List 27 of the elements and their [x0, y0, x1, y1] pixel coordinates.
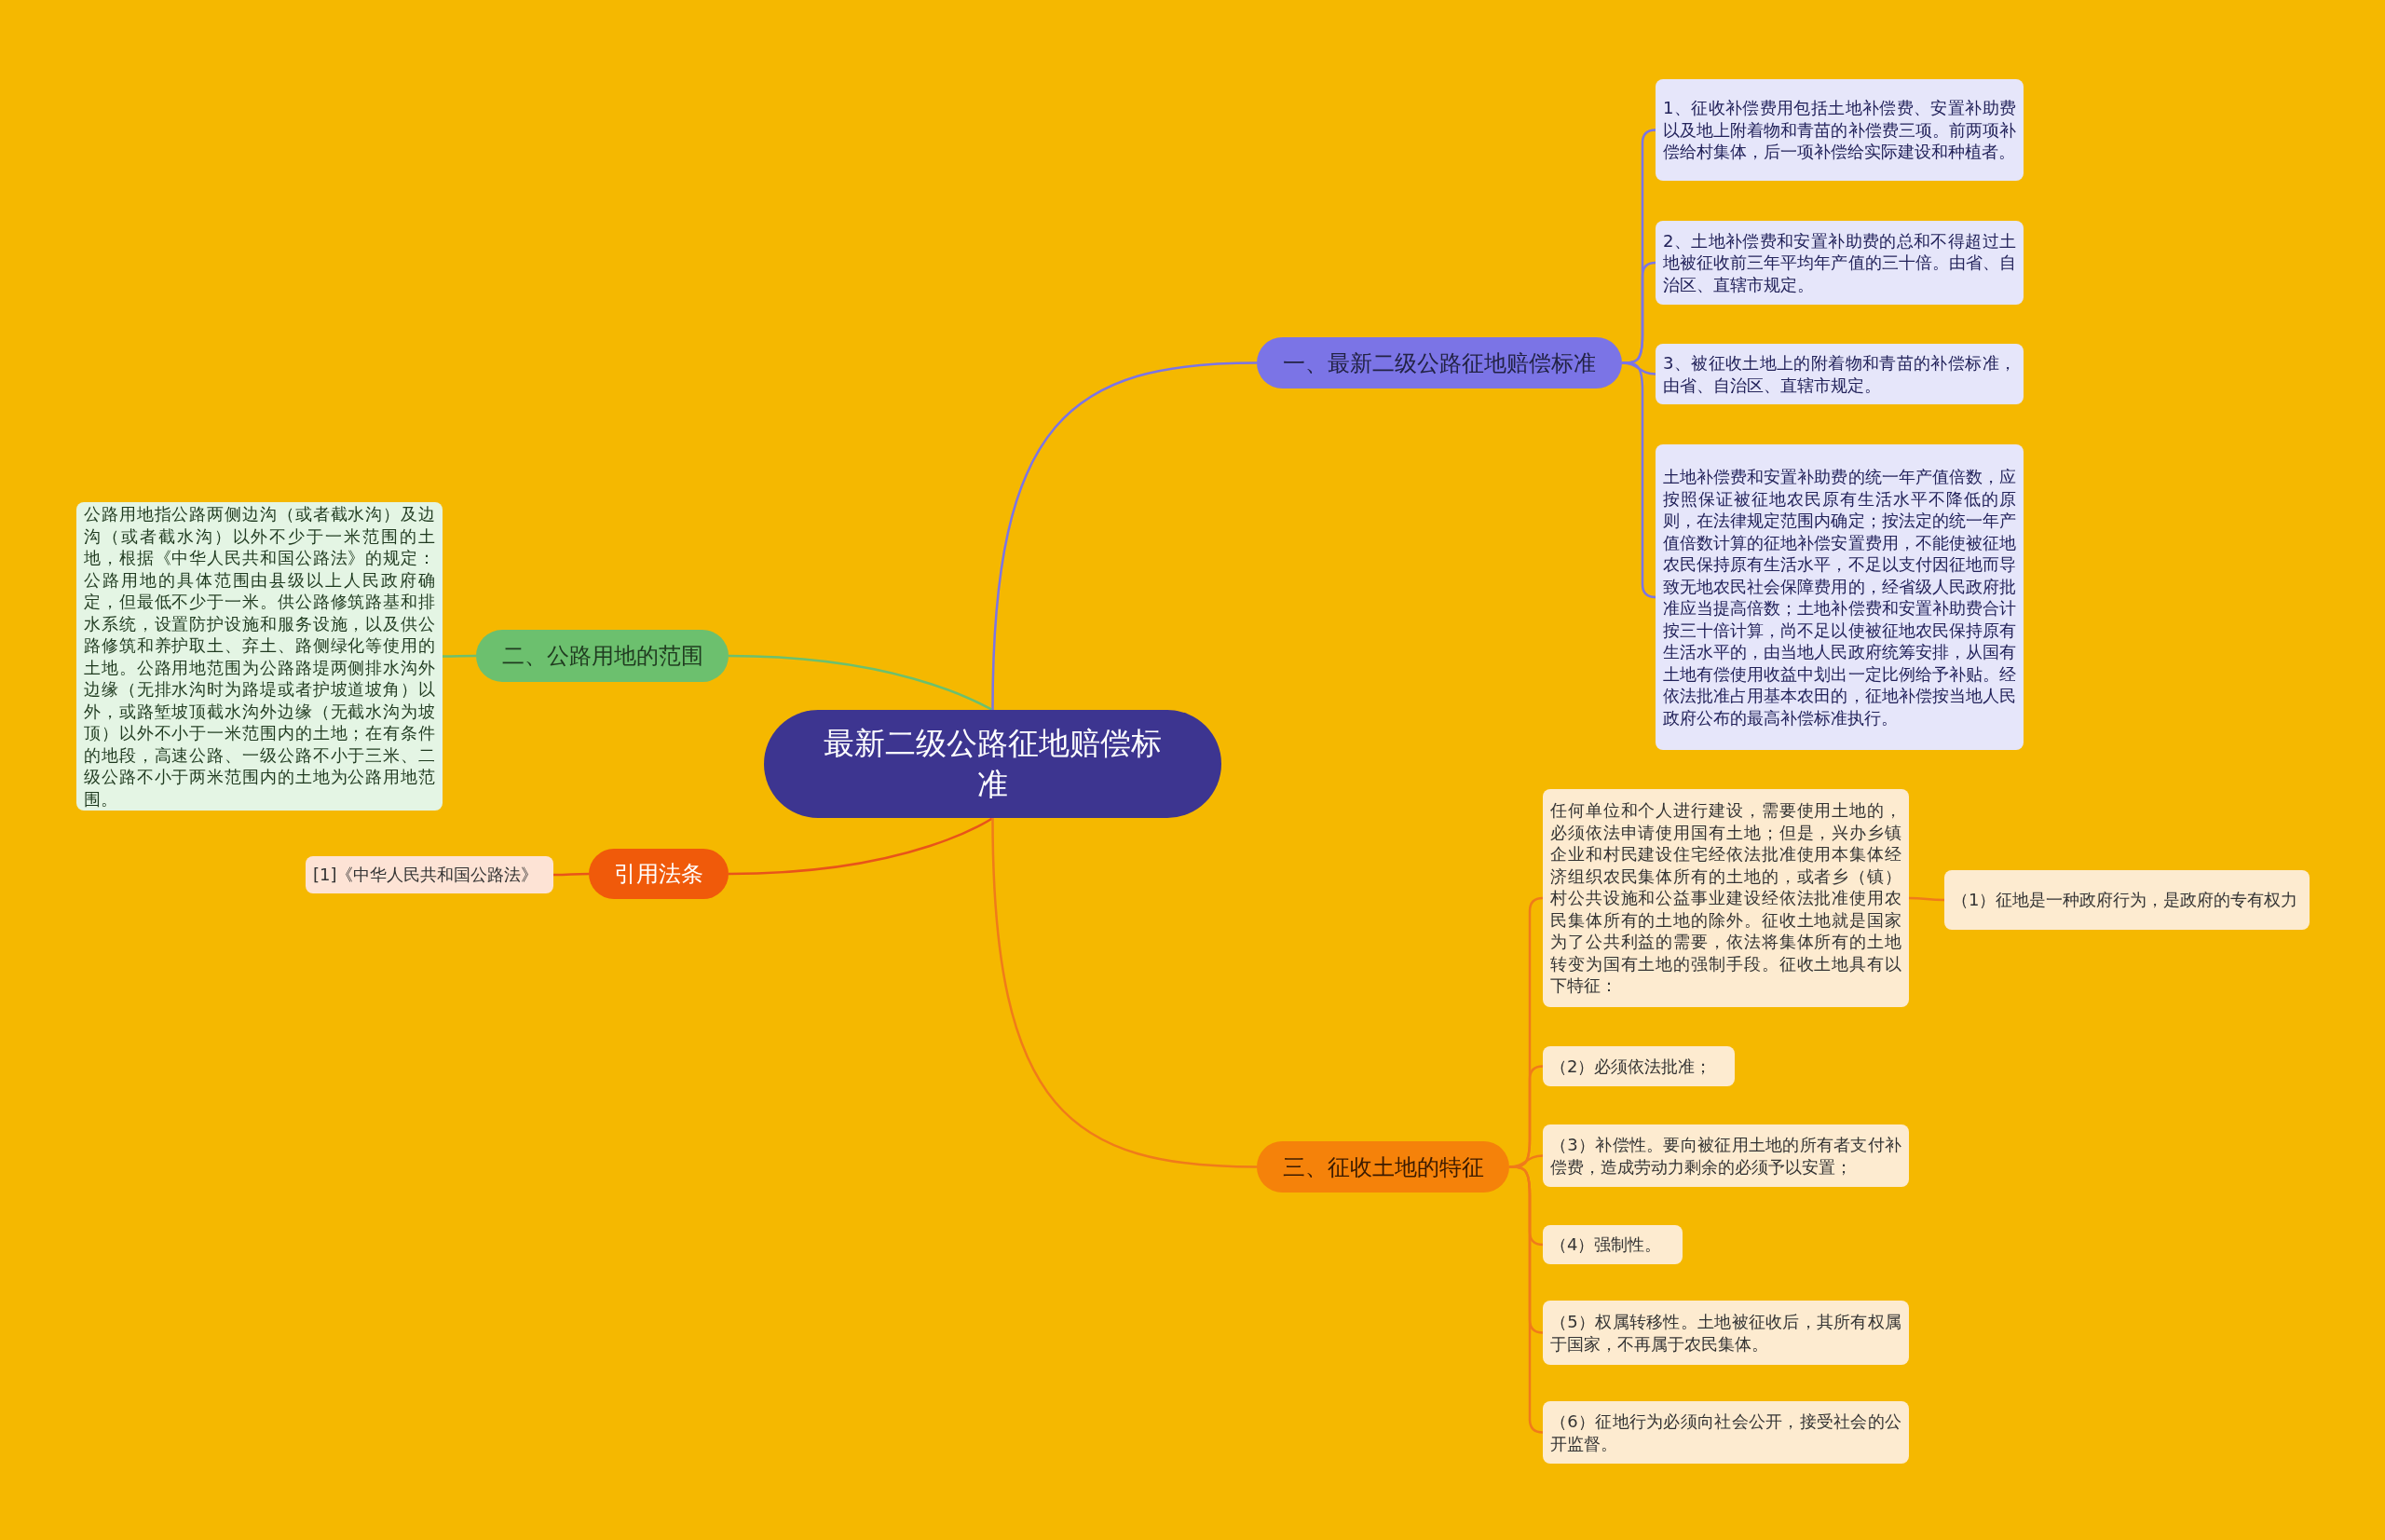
- note-box: 1、征收补偿费用包括土地补偿费、安置补助费以及地上附着物和青苗的补偿费三项。前两项补偿给村集体，后一项补偿给实际建设和种植者。: [1656, 79, 2024, 181]
- note-box: （3）补偿性。要向被征用土地的所有者支付补偿费，造成劳动力剩余的必须予以安置；: [1543, 1124, 1909, 1187]
- connector-line: [553, 872, 589, 877]
- connector-line: [1622, 361, 1656, 599]
- connector-line: [991, 361, 1258, 711]
- topic-pill: 三、征收土地的特征: [1257, 1141, 1509, 1192]
- note-box: （2）必须依法批准；: [1543, 1046, 1735, 1086]
- note-box: （4）强制性。: [1543, 1225, 1683, 1264]
- connector-line: [991, 817, 1258, 1168]
- note-box: 公路用地指公路两侧边沟（或者截水沟）及边沟（或者截水沟）以外不少于一米范围的土地，根据《中华人民共和国公路法》的规定：公路用地的具体范围由县级以上人民政府确定，但最低不少于一米。供公路修筑路基和排水系统，设置防护设施和服务设施，以及供公路修筑和养护取土、弃土、路侧绿化等使用的土地。公路用地范围为公路路堤两侧排水沟外边缘（无排水沟时为路堤或者护坡道坡角）以外，或路堑坡顶截水沟外边缘（无截水沟为坡顶）以外不小于一米范围内的土地；在有条件的地段，高速公路、一级公路不小于三米、二级公路不小于两米范围内的土地为公路用地范围。: [76, 502, 443, 811]
- connector-line: [443, 654, 476, 658]
- note-box: （5）权属转移性。土地被征收后，其所有权属于国家，不再属于农民集体。: [1543, 1301, 1909, 1365]
- note-box: （1）征地是一种政府行为，是政府的专有权力: [1944, 870, 2310, 930]
- connector-line: [1509, 1165, 1544, 1434]
- connector-line: [1909, 896, 1944, 902]
- note-box: 2、土地补偿费和安置补助费的总和不得超过土地被征收前三年平均年产值的三十倍。由省、自治区、直辖市规定。: [1656, 221, 2024, 305]
- note-box: 3、被征收土地上的附着物和青苗的补偿标准，由省、自治区、直辖市规定。: [1656, 344, 2024, 404]
- note-box: 任何单位和个人进行建设，需要使用土地的，必须依法申请使用国有土地；但是，兴办乡镇企业和村民建设住宅经依法批准使用本集体经济组织农民集体所有的土地的，或者乡（镇）村公共设施和公益事业建设经依法批准使用农民集体所有的土地的除外。征收土地就是国家为了公共利益的需要，依法将集体所有的土地转变为国有土地的强制手段。征收土地具有以下特征：: [1543, 789, 1909, 1007]
- note-box: [1]《中华人民共和国公路法》: [306, 856, 553, 893]
- connector-line: [728, 654, 993, 712]
- topic-pill: 二、公路用地的范围: [476, 630, 729, 682]
- note-box: 土地补偿费和安置补助费的统一年产值倍数，应按照保证被征地农民原有生活水平不降低的原则，在法律规定范围内确定；按法定的统一年产值倍数计算的征地补偿安置费用，不能使被征地农民保持原有生活水平，不足以支付因征地而导致无地农民社会保障费用的，经省级人民政府批准应当提高倍数；土地补偿费和安置补助费合计按三十倍计算，尚不足以使被征地农民保持原有生活水平的，由当地人民政府统筹安排，从国有土地有偿使用收益中划出一定比例给予补贴。经依法批准占用基本农田的，征地补偿按当地人民政府公布的最高补偿标准执行。: [1656, 444, 2024, 750]
- topic-pill: 引用法条: [589, 849, 729, 899]
- topic-pill: 一、最新二级公路征地赔偿标准: [1257, 337, 1622, 388]
- note-box: （6）征地行为必须向社会公开，接受社会的公开监督。: [1543, 1401, 1909, 1464]
- central-topic: 最新二级公路征地赔偿标准: [764, 710, 1221, 818]
- connector-line: [728, 816, 994, 876]
